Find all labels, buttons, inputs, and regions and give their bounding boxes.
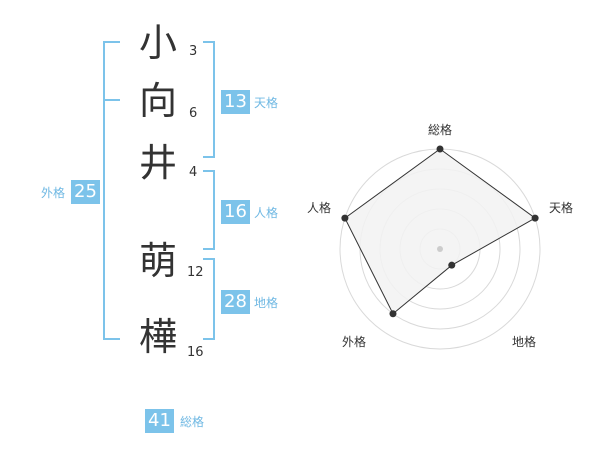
radar-point	[436, 145, 444, 153]
tenkaku-bracket	[203, 41, 215, 158]
radar-point	[531, 214, 539, 222]
stroke-count-5: 16	[187, 345, 204, 360]
outer-bracket	[103, 41, 120, 340]
jinkaku-value-badge: 16	[221, 200, 250, 224]
gaikaku-label: 外格	[41, 186, 66, 200]
gaikaku-value-badge: 25	[71, 180, 100, 204]
chikaku-bracket	[203, 258, 215, 340]
radar-point	[448, 261, 456, 269]
stroke-count-4: 12	[187, 265, 204, 280]
axis-label-tenkaku: 天格	[549, 200, 573, 215]
radar-point	[341, 214, 349, 222]
soukaku-value-badge: 41	[145, 409, 174, 433]
name-char-4: 萌	[138, 239, 177, 283]
axis-label-chikaku: 地格	[512, 334, 536, 349]
tenkaku-value-badge: 13	[221, 90, 250, 114]
jinkaku-label: 人格	[254, 206, 279, 220]
name-char-1: 小	[138, 21, 177, 65]
name-char-2: 向	[138, 79, 177, 123]
axis-label-gaikaku: 外格	[342, 334, 366, 349]
stroke-count-1: 3	[189, 44, 198, 59]
name-char-3: 井	[138, 141, 177, 185]
outer-bracket-tick	[103, 99, 120, 101]
axis-label-jinkaku: 人格	[307, 200, 331, 215]
soukaku-label: 総格	[180, 415, 205, 429]
name-char-5: 樺	[138, 315, 177, 359]
radar-point	[389, 310, 397, 318]
chikaku-value-badge: 28	[221, 290, 250, 314]
stroke-count-2: 6	[189, 106, 198, 121]
chikaku-label: 地格	[254, 296, 279, 310]
tenkaku-label: 天格	[254, 96, 279, 110]
radar-shape	[344, 148, 537, 315]
axis-label-soukaku: 総格	[428, 122, 452, 137]
stroke-count-3: 4	[189, 165, 198, 180]
jinkaku-bracket	[203, 170, 215, 250]
radar-points	[341, 145, 539, 318]
radar-center-dot	[437, 246, 443, 252]
